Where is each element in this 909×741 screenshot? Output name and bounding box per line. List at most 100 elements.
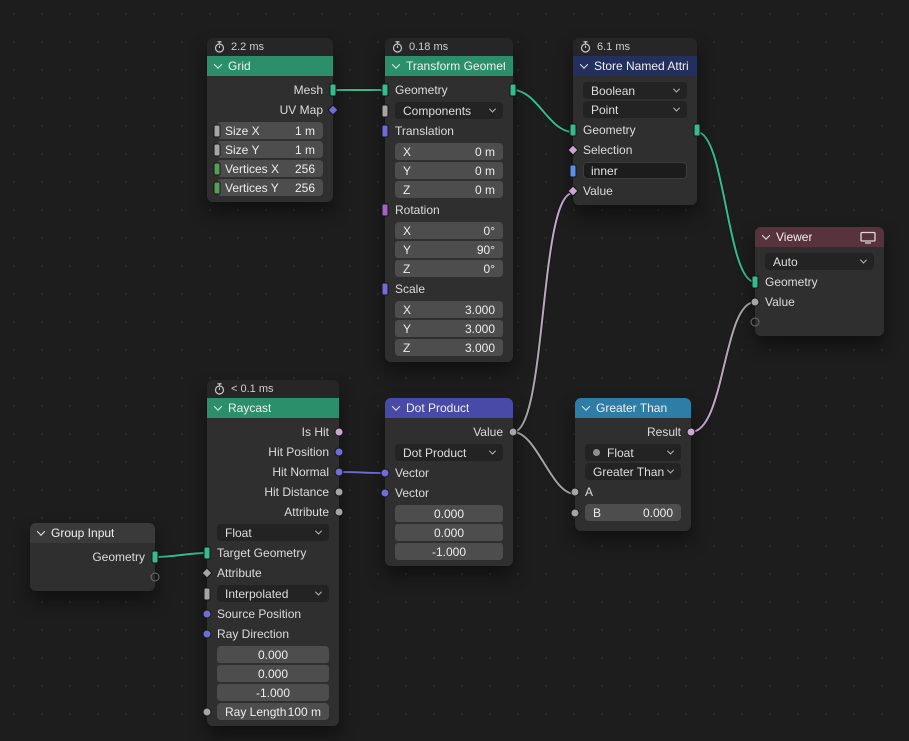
node-header-group-input[interactable]: Group Input bbox=[30, 523, 155, 543]
socket-ray-direction-in[interactable] bbox=[202, 629, 212, 639]
raycast-data-type-dropdown[interactable]: Float bbox=[217, 524, 329, 541]
socket-virtual-out[interactable] bbox=[150, 572, 160, 582]
socket-hit-distance-out[interactable] bbox=[334, 487, 344, 497]
collapse-chevron-icon[interactable] bbox=[761, 231, 771, 240]
float-type-dot-icon bbox=[593, 449, 600, 456]
node-store-named-attribute[interactable]: 6.1 ms Store Named Attri... Boolean Poin… bbox=[567, 38, 701, 205]
vector-value: -1.000 bbox=[431, 544, 467, 559]
collapse-chevron-icon[interactable] bbox=[36, 527, 46, 536]
mode-dropdown[interactable]: Components bbox=[381, 102, 503, 119]
field-label: Vertices X bbox=[225, 161, 280, 176]
viewer-data-type-dropdown[interactable]: Auto bbox=[765, 253, 874, 270]
socket-b-in[interactable] bbox=[570, 508, 580, 517]
socket-interpolation-in[interactable] bbox=[203, 587, 211, 600]
compare-operation-dropdown[interactable]: Greater Than bbox=[585, 463, 681, 480]
compare-data-type-dropdown[interactable]: Float bbox=[585, 444, 681, 461]
interpolation-dropdown[interactable]: Interpolated bbox=[203, 585, 329, 602]
direction-y-field[interactable]: 0.000 bbox=[217, 665, 329, 682]
attribute-name-input[interactable] bbox=[583, 162, 687, 179]
socket-ray-length-in[interactable] bbox=[202, 707, 212, 716]
socket-hit-position-out[interactable] bbox=[334, 447, 344, 457]
socket-vector-b-in[interactable] bbox=[380, 488, 390, 498]
timer-value: 6.1 ms bbox=[597, 41, 631, 53]
collapse-chevron-icon[interactable] bbox=[213, 60, 223, 69]
socket-translation-in[interactable] bbox=[381, 124, 389, 138]
socket-geometry-in[interactable] bbox=[751, 275, 759, 289]
node-header-grid[interactable]: Grid bbox=[207, 56, 333, 76]
socket-scale-in[interactable] bbox=[381, 282, 389, 296]
node-title: Store Named Attri... bbox=[594, 59, 689, 73]
node-header-dot-product[interactable]: Dot Product bbox=[385, 398, 513, 418]
collapse-chevron-icon[interactable] bbox=[213, 402, 223, 411]
node-header-viewer[interactable]: Viewer bbox=[755, 227, 884, 247]
axis-label: Z bbox=[403, 340, 411, 355]
node-transform-geometry[interactable]: 0.18 ms Transform Geomet... Geometry Com… bbox=[381, 38, 517, 362]
socket-vertices-x-in[interactable] bbox=[213, 162, 221, 175]
node-header-store-named-attribute[interactable]: Store Named Attri... bbox=[573, 56, 697, 76]
vector-value: 0.000 bbox=[257, 666, 289, 681]
socket-vector-a-in[interactable] bbox=[380, 468, 390, 478]
socket-value-out[interactable] bbox=[508, 427, 518, 437]
collapse-chevron-icon[interactable] bbox=[581, 402, 591, 411]
socket-hit-normal-out[interactable] bbox=[334, 467, 344, 477]
socket-virtual-in[interactable] bbox=[750, 317, 760, 327]
node-dot-product[interactable]: Dot Product Value Dot Product Vector Vec… bbox=[380, 398, 518, 566]
domain-dropdown[interactable]: Point bbox=[583, 101, 687, 118]
socket-source-position-in[interactable] bbox=[202, 609, 212, 619]
vector-y-field[interactable]: 0.000 bbox=[395, 524, 503, 541]
collapse-chevron-icon[interactable] bbox=[579, 60, 589, 69]
collapse-chevron-icon[interactable] bbox=[391, 60, 401, 69]
operation-dropdown[interactable]: Dot Product bbox=[395, 444, 503, 461]
socket-target-geometry-in[interactable] bbox=[203, 546, 211, 560]
node-header-greater-than[interactable]: Greater Than bbox=[575, 398, 691, 418]
socket-size-y-in[interactable] bbox=[213, 143, 221, 156]
socket-geometry-out[interactable] bbox=[509, 83, 517, 97]
direction-x-field[interactable]: 0.000 bbox=[217, 646, 329, 663]
node-raycast[interactable]: < 0.1 ms Raycast Is Hit Hit Position Hit… bbox=[201, 380, 344, 726]
node-group-input[interactable]: Group Input Geometry bbox=[30, 523, 160, 591]
socket-size-x-in[interactable] bbox=[213, 124, 221, 137]
direction-z-field[interactable]: -1.000 bbox=[217, 684, 329, 701]
output-label-value: Value bbox=[473, 425, 503, 439]
data-type-dropdown[interactable]: Boolean bbox=[583, 82, 687, 99]
collapse-chevron-icon[interactable] bbox=[391, 402, 401, 411]
node-greater-than[interactable]: Greater Than Result Float Greater Than A… bbox=[570, 398, 696, 531]
socket-result-out[interactable] bbox=[686, 427, 696, 437]
vector-x-field[interactable]: 0.000 bbox=[395, 505, 503, 522]
socket-name-in[interactable] bbox=[569, 164, 577, 177]
socket-attribute-out[interactable] bbox=[334, 507, 344, 517]
socket-value-in[interactable] bbox=[750, 297, 760, 307]
socket-is-hit-out[interactable] bbox=[334, 427, 344, 437]
socket-vertices-y-in[interactable] bbox=[213, 181, 221, 194]
socket-mode-in[interactable] bbox=[381, 104, 389, 117]
node-header-raycast[interactable]: Raycast bbox=[207, 398, 339, 418]
socket-a-in[interactable] bbox=[570, 487, 580, 497]
vector-z-field[interactable]: -1.000 bbox=[395, 543, 503, 560]
node-header-transform-geometry[interactable]: Transform Geomet... bbox=[385, 56, 513, 76]
socket-geometry-out[interactable] bbox=[151, 550, 159, 564]
socket-geometry-out[interactable] bbox=[693, 123, 701, 137]
node-viewer[interactable]: Viewer Auto Geometry Value bbox=[750, 227, 884, 336]
socket-geometry-in[interactable] bbox=[569, 123, 577, 137]
socket-geometry-in[interactable] bbox=[381, 83, 389, 97]
socket-rotation-in[interactable] bbox=[381, 203, 389, 217]
socket-mesh-out[interactable] bbox=[329, 83, 337, 97]
chevron-down-icon bbox=[666, 447, 675, 455]
